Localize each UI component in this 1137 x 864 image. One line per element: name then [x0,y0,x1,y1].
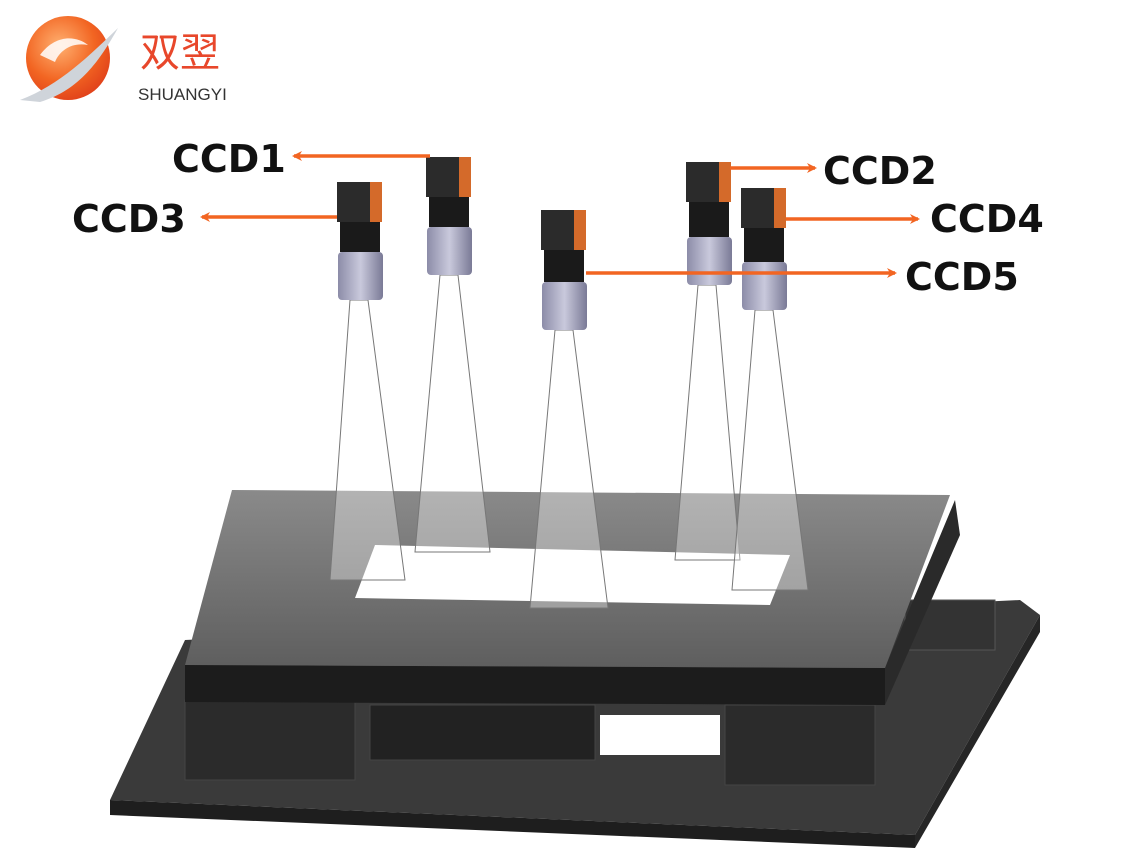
camera-fov-cones [329,274,809,609]
camera-ccd4 [741,188,787,310]
logo-icon [26,16,110,100]
top-plate [185,490,960,705]
label-ccd3: CCD3 [72,197,186,241]
label-ccd5: CCD5 [905,255,1019,299]
label-ccd2: CCD2 [823,149,937,193]
camera-ccd1 [426,157,472,275]
camera-ccd2 [686,162,732,285]
label-ccd1: CCD1 [172,137,286,181]
camera-ccd3 [337,182,383,300]
camera-ccd5 [541,210,587,330]
label-ccd4: CCD4 [930,197,1044,241]
logo: 双翌 SHUANGYI [20,16,227,104]
logo-text-en: SHUANGYI [138,85,227,104]
logo-text-cn: 双翌 [140,30,220,76]
